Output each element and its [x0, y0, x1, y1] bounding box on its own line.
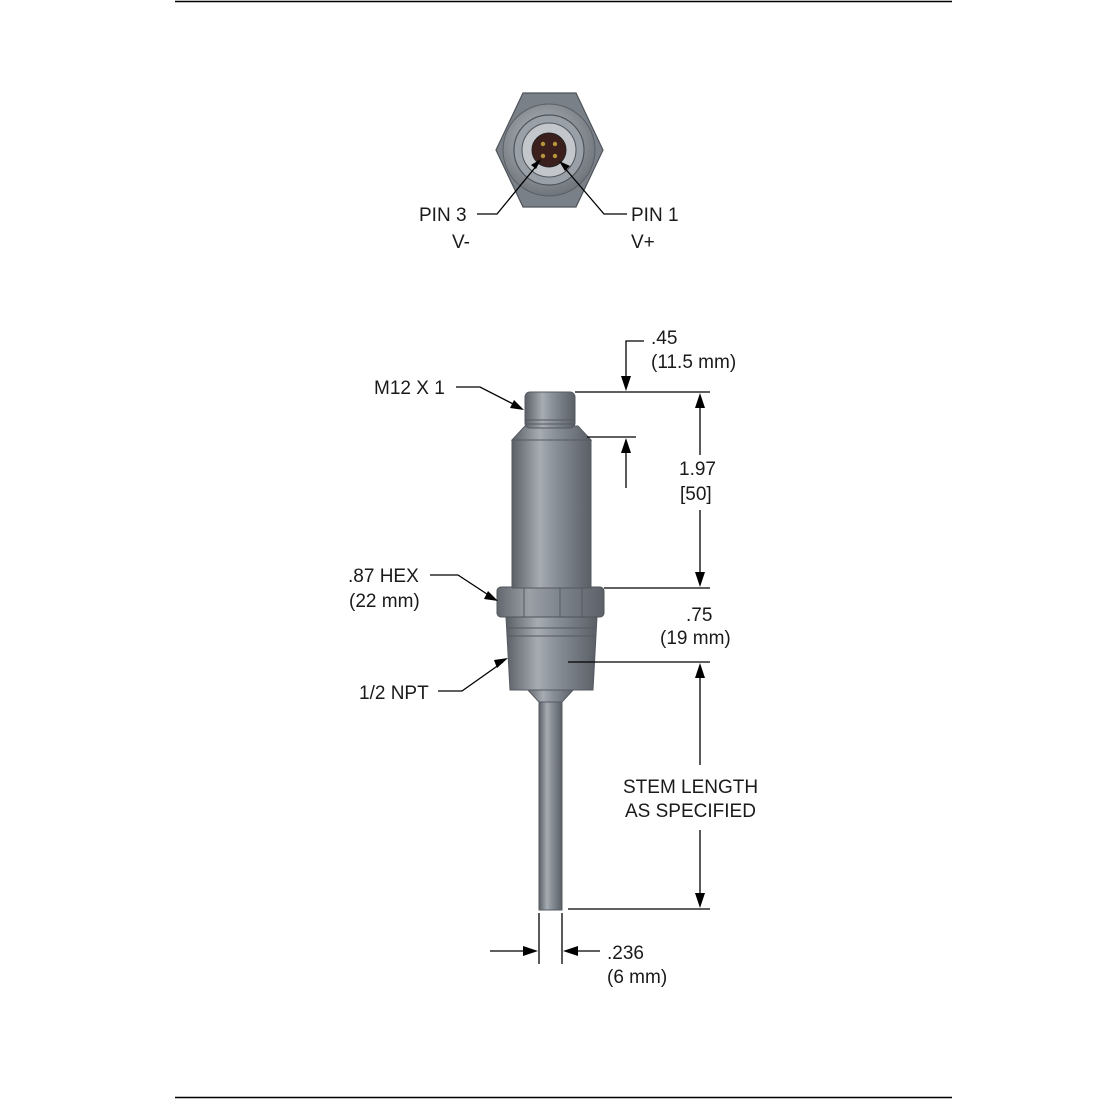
connector-dim-metric: (11.5 mm) — [651, 352, 736, 373]
thread-arrowhead — [510, 400, 524, 410]
pin1-label: PIN 1 — [631, 205, 679, 226]
stem — [538, 699, 563, 911]
connector-face — [531, 132, 567, 168]
connector-dim-leader — [625, 340, 644, 380]
hex-side — [496, 586, 605, 618]
stem-dia-metric: (6 mm) — [607, 967, 667, 988]
pin1-leader — [562, 165, 627, 215]
body-cylinder — [511, 439, 592, 589]
hex-arrowhead — [484, 591, 498, 601]
npt-label: 1/2 NPT — [359, 683, 429, 704]
connector-dim-arrow-top — [621, 376, 631, 391]
pin-4 — [552, 153, 558, 159]
pin1-signal: V+ — [631, 232, 655, 253]
stem-label-line1: STEM LENGTH — [623, 777, 758, 798]
body-dim-arrow-bottom — [695, 572, 705, 587]
stem-dia-value: .236 — [607, 943, 644, 964]
thread-leader — [456, 386, 520, 408]
pin3-signal: V- — [452, 232, 470, 253]
side-view: .45 (11.5 mm) M12 X 1 1.97 [50] .87 HEX … — [348, 328, 758, 988]
pin-1 — [552, 141, 558, 147]
body-dim-value: 1.97 — [679, 459, 716, 480]
pin-3 — [540, 153, 546, 159]
thread-label: M12 X 1 — [374, 378, 445, 399]
connector-dim-value: .45 — [651, 328, 677, 349]
connector-dim-arrow-bottom — [621, 438, 631, 453]
hex-label-value: .87 HEX — [348, 566, 419, 587]
pin3-leader — [477, 163, 539, 215]
stem-dim-arrow-bottom — [695, 893, 705, 908]
hex-leader — [430, 574, 494, 599]
npt-leader — [438, 661, 504, 692]
npt-arrowhead — [494, 658, 508, 668]
hex-label-metric: (22 mm) — [349, 591, 420, 612]
connector-m12 — [524, 391, 576, 429]
pin3-arrowhead — [531, 159, 541, 169]
npt-dim-value: .75 — [686, 605, 712, 626]
stem-dim-arrow-top — [695, 663, 705, 678]
body-dim-metric: [50] — [680, 484, 712, 505]
stem-label-line2: AS SPECIFIED — [625, 801, 756, 822]
top-view: PIN 3 V- PIN 1 V+ — [419, 92, 679, 253]
npt-dim-metric: (19 mm) — [660, 628, 731, 649]
body-dim-arrow-top — [695, 393, 705, 408]
pin-2 — [540, 141, 546, 147]
pin1-arrowhead — [559, 161, 570, 171]
stem-dia-arrow-left — [523, 946, 538, 956]
stem-dia-arrow-right — [563, 946, 578, 956]
pin3-label: PIN 3 — [419, 205, 467, 226]
